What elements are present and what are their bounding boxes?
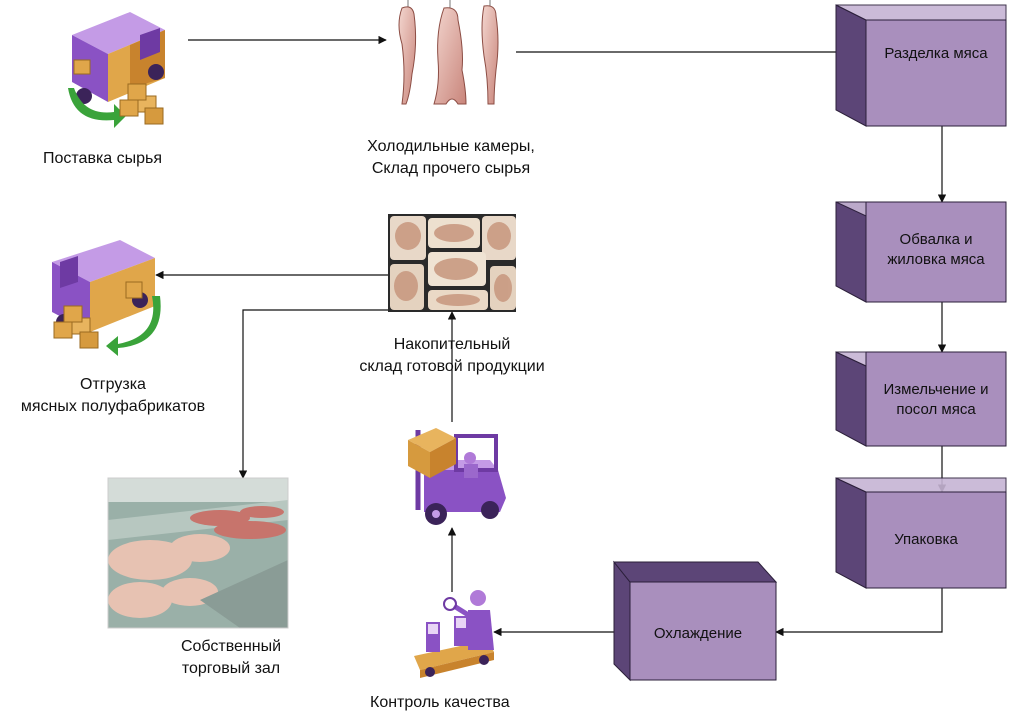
box-deboning-label-1: Обвалка и	[900, 231, 973, 248]
packaged-meat-photo	[388, 214, 516, 312]
arrow-storage-to-store	[238, 309, 388, 479]
label-finished-storage-line2: склад готовой продукции	[359, 358, 545, 375]
label-finished-storage-line1: Накопительный	[393, 336, 511, 353]
arrow-packing-to-cooling	[775, 588, 943, 637]
label-cold-storage-line2: Склад прочего сырья	[371, 160, 531, 177]
label-supply: Поставка сырья	[43, 150, 163, 167]
box-grinding: Измельчение и посол мяса	[835, 351, 1007, 447]
box-cutting-label: Разделка мяса	[884, 45, 988, 62]
label-store-line2: торговый зал	[181, 660, 281, 677]
box-packing-label: Упаковка	[894, 531, 958, 548]
store-display-photo	[107, 477, 289, 629]
label-cold-storage: Холодильные камеры, Склад прочего сырья	[340, 136, 562, 180]
quality-control-icon	[414, 590, 494, 678]
box-packing: Упаковка	[835, 477, 1007, 589]
box-deboning: Обвалка и жиловка мяса	[835, 201, 1007, 303]
label-shipment-line2: мясных полуфабрикатов	[20, 398, 206, 415]
box-grinding-label-2: посол мяса	[896, 401, 976, 418]
label-shipment-line1: Отгрузка	[80, 376, 146, 393]
carcasses-icon	[398, 0, 499, 105]
label-shipment: Отгрузка мясных полуфабрикатов	[0, 374, 226, 418]
box-cutting: Разделка мяса	[835, 4, 1007, 127]
box-grinding-label-1: Измельчение и	[883, 381, 988, 398]
box-deboning-label-2: жиловка мяса	[887, 251, 985, 268]
forklift-icon	[408, 428, 506, 525]
box-cooling-label: Охлаждение	[654, 625, 742, 642]
label-finished-storage: Накопительный склад готовой продукции	[334, 334, 570, 378]
shipment-truck-icon	[52, 240, 161, 356]
label-cold-storage-line1: Холодильные камеры,	[367, 138, 535, 155]
connectors	[155, 35, 947, 637]
label-store-line1: Собственный	[180, 638, 282, 655]
label-store: Собственный торговый зал	[158, 636, 304, 680]
label-quality: Контроль качества	[370, 694, 510, 711]
supply-truck-icon	[68, 12, 165, 128]
box-cooling: Охлаждение	[612, 560, 778, 682]
